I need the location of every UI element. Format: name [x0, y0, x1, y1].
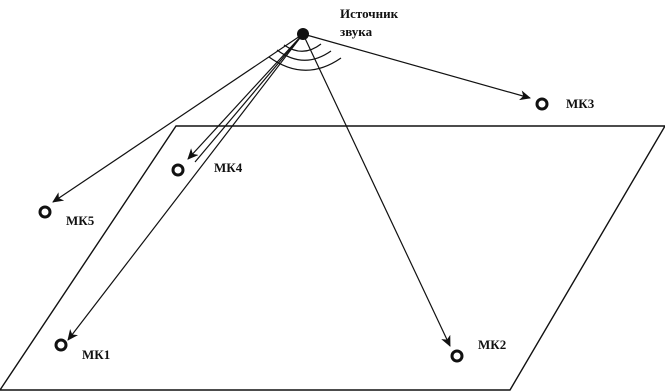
source-label-line1: Источник — [340, 6, 399, 21]
arrow-to-mk3 — [302, 33, 531, 101]
mk2-label: МК2 — [478, 337, 506, 352]
sound-source-dot-icon — [297, 28, 309, 40]
arrow-to-mk1 — [67, 33, 304, 341]
arrow-to-mk5 — [52, 33, 304, 203]
mk4-label: МК4 — [214, 160, 243, 175]
mk2-icon — [450, 349, 464, 363]
mk1-label: МК1 — [82, 347, 110, 362]
mk4-icon — [171, 163, 185, 177]
floor-plane — [0, 125, 665, 391]
microphones — [38, 97, 549, 363]
arrow-to-mk4-b — [194, 33, 304, 163]
wavefront-arc-1 — [283, 43, 322, 52]
mk5-label: МК5 — [66, 213, 95, 228]
wavefront-arcs — [268, 43, 342, 71]
source-label-line2: звука — [340, 24, 373, 39]
mk3-icon — [535, 97, 549, 111]
wavefront-arc-2 — [276, 49, 332, 61]
mk5-icon — [38, 205, 52, 219]
wavefront-arc-3 — [268, 56, 342, 71]
propagation-arrows — [52, 33, 531, 347]
arrow-to-mk4-a — [187, 33, 304, 160]
mk3-label: МК3 — [566, 96, 595, 111]
mk1-icon — [54, 338, 68, 352]
arrow-to-mk2 — [302, 33, 451, 347]
